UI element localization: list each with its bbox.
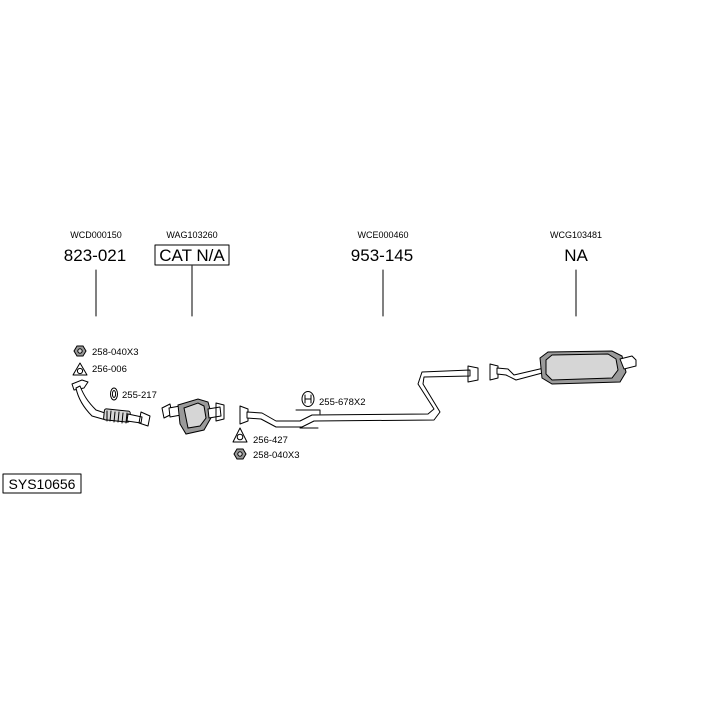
part-callout-rubber-mount[interactable]: 255-678X2 (301, 391, 365, 409)
section-part-number: CAT N/A (159, 246, 225, 265)
part-callout-spring[interactable]: 255-217 (110, 387, 157, 401)
part-label: 255-678X2 (319, 397, 365, 408)
nut-icon (73, 345, 87, 357)
section-ref-code: WAG103260 (166, 230, 217, 240)
catalyst-drawing (161, 398, 225, 435)
gasket-triangle-icon (72, 362, 88, 376)
part-number-box (154, 244, 230, 266)
part-label: 256-006 (92, 364, 127, 375)
system-id: SYS10656 (9, 476, 76, 492)
rear-silencer-drawing (489, 350, 637, 385)
nut-icon (233, 448, 247, 460)
section-catalyst[interactable]: WAG103260 CAT N/A (154, 230, 230, 317)
section-part-number: 823-021 (64, 246, 126, 265)
section-part-number: NA (564, 246, 588, 265)
part-callout-gasket-front[interactable]: 256-006 (72, 362, 127, 376)
part-label: 258-040X3 (92, 347, 138, 358)
section-ref-code: WCD000150 (70, 230, 122, 240)
part-callout-gasket-rear[interactable]: 256-427 (232, 427, 288, 446)
rubber-mount-icon (301, 391, 315, 407)
section-rear-silencer[interactable]: WCG103481 NA (550, 230, 602, 317)
section-part-number: 953-145 (351, 246, 413, 265)
section-ref-code: WCE000460 (357, 230, 408, 240)
part-callout-nut-rear[interactable]: 258-040X3 (233, 448, 299, 461)
section-middle-pipe[interactable]: WCE000460 953-145 (351, 230, 413, 317)
system-id-box: SYS10656 (2, 473, 82, 494)
section-ref-code: WCG103481 (550, 230, 602, 240)
spring-icon (110, 387, 118, 401)
section-front-pipe[interactable]: WCD000150 823-021 (64, 230, 126, 317)
part-label: 258-040X3 (253, 450, 299, 461)
part-label: 255-217 (122, 390, 157, 401)
gasket-triangle-icon (232, 427, 248, 443)
front-pipe-drawing (71, 379, 151, 427)
part-callout-nut-front[interactable]: 258-040X3 (73, 345, 138, 358)
middle-pipe-drawing (239, 365, 479, 429)
part-label: 256-427 (253, 435, 288, 446)
